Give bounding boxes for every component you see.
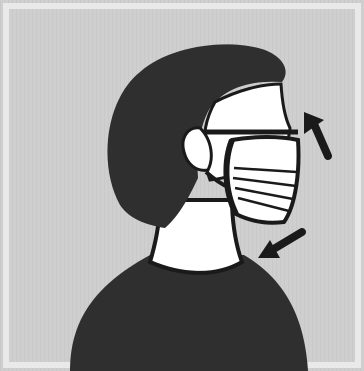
mask-illustration (0, 0, 364, 371)
mask-illustration-frame (0, 0, 364, 371)
